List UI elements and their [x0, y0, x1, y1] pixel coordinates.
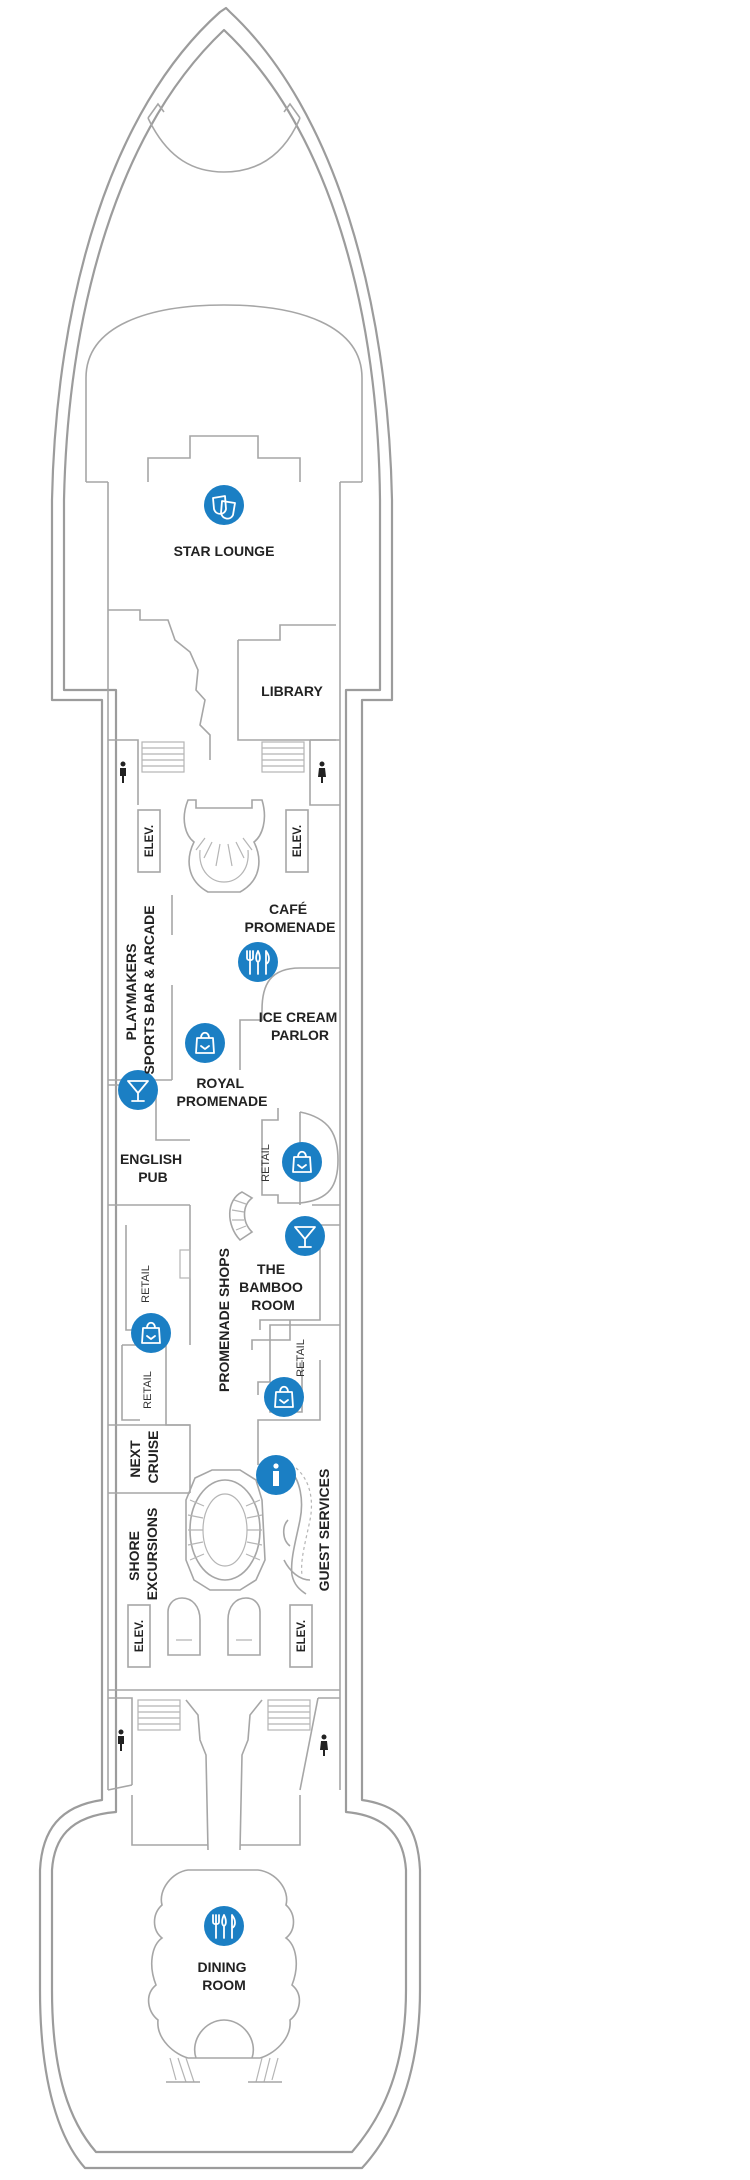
elevator-label: ELEV. [134, 1620, 146, 1652]
cocktail-icon [285, 1216, 325, 1256]
bamboo-room-label: THE BAMBOO ROOM [239, 1261, 307, 1313]
elevator-label: ELEV. [296, 1620, 308, 1652]
shore-excursions-label: SHORE EXCURSIONS [126, 1508, 160, 1601]
playmakers-label: PLAYMAKERS SPORTS BAR & ARCADE [123, 905, 157, 1074]
retail-label: RETAIL [295, 1339, 307, 1377]
shopping-bag-icon [131, 1313, 171, 1353]
restaurant-icon [238, 942, 278, 982]
elevator-label: ELEV. [292, 825, 304, 857]
cafe-promenade-label: CAFÉ PROMENADE [244, 901, 335, 935]
library-label: LIBRARY [261, 683, 323, 699]
royal-promenade-label: ROYAL PROMENADE [176, 1075, 267, 1109]
restroom-icon [118, 1729, 124, 1751]
information-icon [256, 1455, 296, 1495]
retail-label: RETAIL [140, 1265, 152, 1303]
cocktail-icon [118, 1070, 158, 1110]
dining-room-label: DINING ROOM [198, 1959, 251, 1993]
elevator-label: ELEV. [144, 825, 156, 857]
theater-masks-icon [204, 485, 244, 525]
english-pub-label: ENGLISH PUB [120, 1151, 186, 1185]
bow-structure [85, 102, 363, 483]
restroom-icon [318, 761, 326, 783]
promenade-shops-label: PROMENADE SHOPS [216, 1248, 232, 1392]
guest-services-label: GUEST SERVICES [316, 1469, 332, 1592]
restroom-icon [120, 761, 126, 783]
star-lounge-label: STAR LOUNGE [174, 543, 275, 559]
hull-outline [38, 6, 422, 2170]
midship-walls [107, 609, 340, 2083]
retail-label: RETAIL [260, 1144, 272, 1182]
shopping-bag-icon [185, 1023, 225, 1063]
restroom-icon [320, 1734, 328, 1756]
shopping-bag-icon [282, 1142, 322, 1182]
next-cruise-label: NEXT CRUISE [127, 1431, 161, 1484]
restaurant-icon [204, 1906, 244, 1946]
shopping-bag-icon [264, 1377, 304, 1417]
ice-cream-parlor-label: ICE CREAM PARLOR [259, 1009, 341, 1043]
retail-label: RETAIL [142, 1371, 154, 1409]
